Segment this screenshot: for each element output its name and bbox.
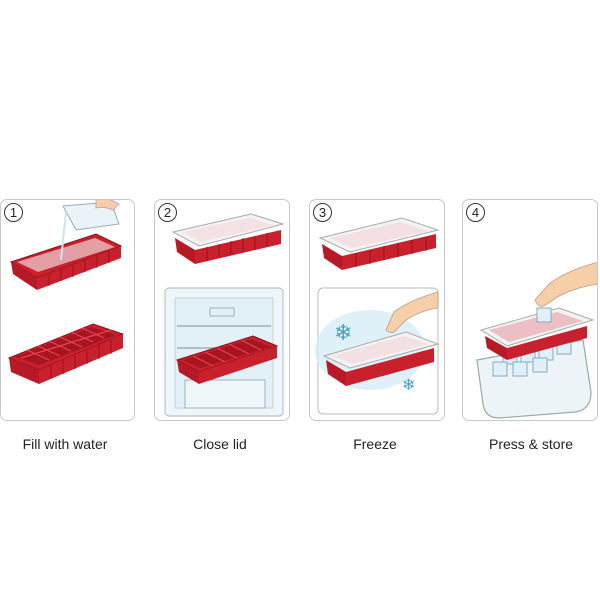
step-panel-1: 1: [0, 199, 135, 421]
step-number-badge: 3: [313, 203, 332, 222]
snowflake-icon: ❄: [334, 320, 352, 345]
step-number-badge: 4: [466, 203, 485, 222]
pitcher-icon: [60, 200, 120, 261]
step-label-4: Press & store: [488, 436, 574, 452]
hand-icon: [385, 291, 439, 333]
snowflake-icon: ❄: [402, 377, 415, 394]
filled-tray-icon: [9, 233, 123, 290]
step-panel-3: ❄ ❄ 3: [309, 199, 445, 421]
tray-in-fridge-icon: [175, 335, 279, 384]
lidded-tray-icon: [479, 307, 595, 360]
step-number-badge: 2: [158, 203, 177, 222]
freezer-scene: ❄ ❄: [315, 287, 440, 415]
hand-icon: [534, 262, 597, 307]
lidded-tray-icon: [318, 217, 440, 270]
press-store-illustration: [476, 262, 597, 419]
step-panel-2: 2: [154, 199, 290, 421]
empty-tray-icon: [7, 323, 125, 384]
ice-cube-icon: [536, 307, 552, 323]
step-number-badge: 1: [4, 203, 23, 222]
step-label-1: Fill with water: [22, 436, 108, 452]
step-label-3: Freeze: [353, 436, 397, 452]
close-lid-illustration: [164, 213, 285, 417]
pouring-water-illustration: [7, 200, 125, 384]
freeze-illustration: ❄ ❄: [315, 217, 440, 415]
step-label-2: Close lid: [193, 436, 247, 452]
lidded-tray-icon: [171, 213, 285, 264]
step-panel-4: 4: [462, 199, 598, 421]
